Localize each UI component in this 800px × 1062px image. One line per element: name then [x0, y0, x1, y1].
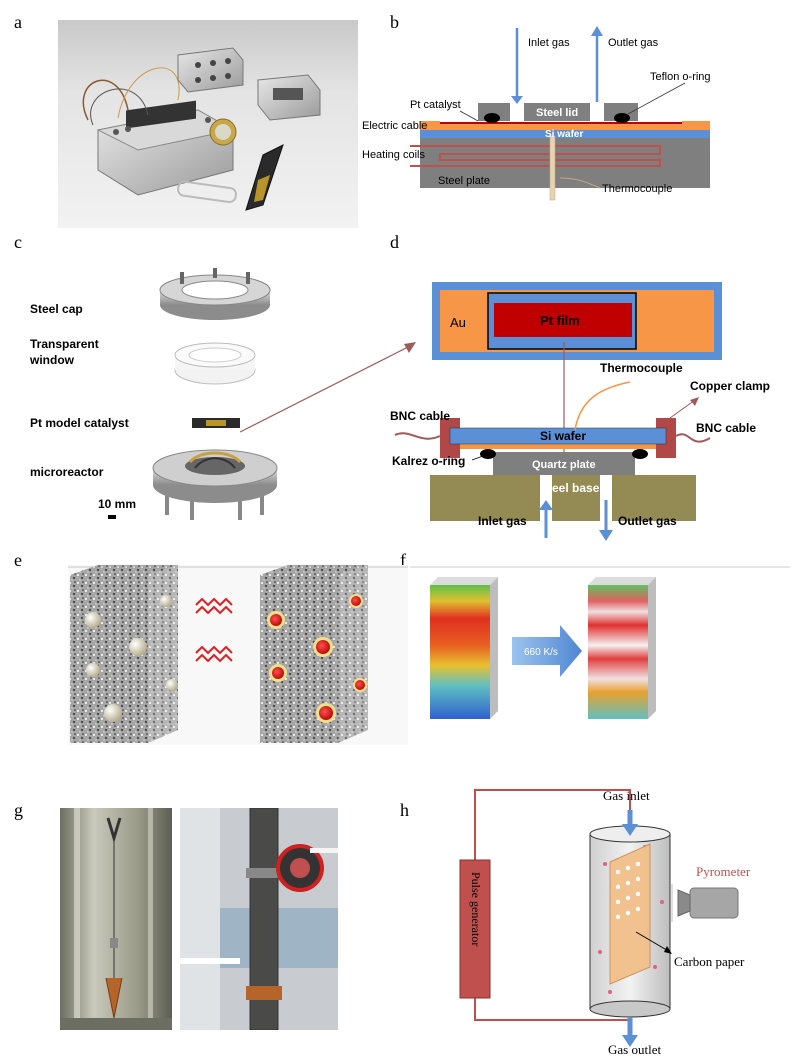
label-bnc-cable-left: BNC cable — [390, 409, 450, 423]
label-microreactor: microreactor — [30, 465, 104, 479]
si-wafer-d — [449, 427, 667, 445]
panel-f-illustration: 660 K/s — [410, 566, 790, 719]
label-thermocouple: Thermocouple — [602, 183, 672, 195]
setup-photo-right — [180, 808, 338, 1030]
label-kalrez-oring: Kalrez o-ring — [392, 454, 465, 468]
label-scale-bar: 10 mm — [98, 497, 136, 511]
label-heating-coils: Heating coils — [362, 149, 425, 161]
reactor-parts-photo — [58, 20, 358, 228]
panel-c-exploded-view: Steel cap Transparent window Pt model ca… — [29, 268, 278, 520]
heating-rate-arrow: 660 K/s — [512, 625, 582, 677]
thermocouple-rod — [549, 135, 556, 201]
label-heating-rate: 660 K/s — [524, 647, 558, 658]
steel-plate — [420, 136, 710, 188]
steel-lid-part — [177, 47, 244, 93]
panel-d-schematic: Au Pt film Steel base Quartz plate Si wa… — [390, 282, 770, 541]
label-copper-clamp: Copper clamp — [690, 379, 770, 393]
label-inlet-gas-d: Inlet gas — [478, 514, 527, 528]
steel-cap-photo — [159, 268, 271, 320]
label-inlet-gas: Inlet gas — [528, 37, 570, 49]
label-au: Au — [450, 315, 466, 330]
pyrometer-icon — [677, 887, 739, 919]
heatmap-after — [588, 577, 656, 719]
label-carbon-paper: Carbon paper — [674, 954, 745, 969]
label-pt-model-catalyst: Pt model catalyst — [30, 416, 129, 430]
label-transparent-window-line1: Transparent — [30, 337, 99, 351]
heatmap-before — [430, 577, 498, 719]
panel-label-d: d — [390, 232, 399, 252]
panel-label-h: h — [400, 800, 409, 820]
label-steel-base: Steel base — [540, 481, 600, 495]
panel-label-a: a — [14, 12, 22, 32]
label-thermocouple-d: Thermocouple — [600, 361, 683, 375]
panel-label-f: f — [400, 550, 406, 570]
label-pyrometer: Pyrometer — [696, 864, 751, 879]
porous-cube-before — [70, 565, 178, 743]
quartz-plate — [493, 452, 635, 475]
panel-label-c: c — [14, 232, 22, 252]
clamp-part — [257, 74, 321, 121]
label-gas-inlet: Gas inlet — [603, 788, 650, 803]
label-pulse-generator: Pulse generator — [469, 872, 483, 946]
label-si-wafer: Si wafer — [545, 129, 583, 140]
label-pt-film: Pt film — [540, 313, 580, 328]
microreactor-photo — [152, 449, 278, 520]
label-steel-plate: Steel plate — [438, 175, 490, 187]
steel-base — [430, 475, 696, 521]
label-teflon-oring: Teflon o-ring — [650, 71, 711, 83]
panel-label-b: b — [390, 12, 399, 32]
heat-pulse-icon — [195, 597, 233, 663]
label-quartz-plate: Quartz plate — [532, 459, 596, 471]
pt-film — [494, 303, 632, 337]
label-outlet-gas-d: Outlet gas — [618, 514, 677, 528]
connector-arrow — [240, 342, 416, 433]
label-bnc-cable-right: BNC cable — [696, 421, 756, 435]
teflon-oring-right — [614, 113, 630, 123]
heating-coils — [410, 145, 661, 167]
label-steel-cap: Steel cap — [30, 302, 83, 316]
panel-label-e: e — [14, 550, 22, 570]
label-outlet-gas: Outlet gas — [608, 37, 659, 49]
label-gas-outlet: Gas outlet — [608, 1042, 661, 1057]
scale-bar — [108, 515, 116, 519]
setup-photo-left — [60, 808, 172, 1030]
label-steel-lid: Steel lid — [536, 107, 578, 119]
teflon-oring-left — [484, 113, 500, 123]
label-electric-cable: Electric cable — [362, 120, 427, 132]
pulse-generator — [459, 859, 491, 999]
label-transparent-window-line2: window — [29, 353, 75, 367]
panel-e-illustration — [68, 565, 408, 745]
glass-window — [177, 180, 237, 204]
porous-cube-after — [260, 565, 368, 743]
panel-h-schematic: Pulse generator Gas inlet Pyrometer Carb… — [459, 788, 751, 1057]
panel-label-g: g — [14, 800, 23, 820]
si-wafer — [420, 130, 710, 138]
label-si-wafer-d: Si wafer — [540, 429, 586, 443]
transparent-window-photo — [174, 342, 256, 385]
reactor-block — [96, 100, 235, 196]
label-pt-catalyst: Pt catalyst — [410, 99, 461, 111]
carbon-paper — [609, 843, 651, 985]
panel-b-schematic: Inlet gas Outlet gas Pt catalyst Steel l… — [362, 26, 711, 201]
